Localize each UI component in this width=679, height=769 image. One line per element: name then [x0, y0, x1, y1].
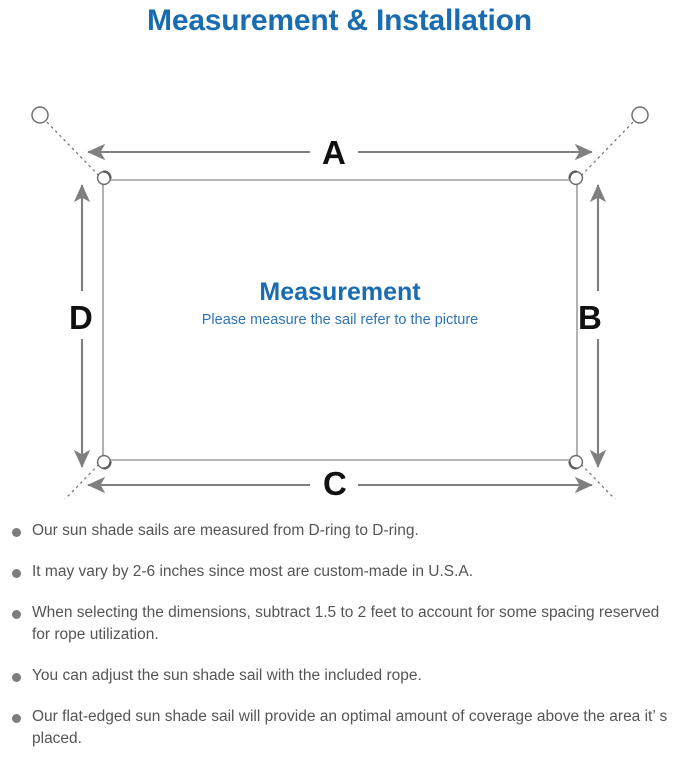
anchor-point-top-right	[631, 106, 649, 124]
d-ring-arc-bottom-left	[102, 460, 112, 470]
sail-rectangle	[102, 179, 578, 461]
bullet-icon	[12, 673, 21, 682]
d-ring-arcs	[102, 170, 578, 470]
diagram-center-subtitle: Please measure the sail refer to the pic…	[201, 312, 479, 328]
diagram-center-text: Measurement Please measure the sail refe…	[110, 277, 570, 331]
diagram-center-title: Measurement	[259, 278, 421, 306]
dimension-label-c: C	[323, 465, 347, 502]
rope-line-bottom-left	[64, 459, 104, 499]
list-item-text: It may vary by 2-6 inches since most are…	[32, 563, 474, 580]
list-item-text: Our flat-edged sun shade sail will provi…	[32, 708, 668, 747]
d-ring-arc-top-right	[568, 170, 578, 180]
rope-lines	[41, 116, 639, 499]
notes-list: Our sun shade sails are measured from D-…	[0, 520, 679, 769]
rope-line-bottom-right	[576, 459, 616, 499]
page-title: Measurement & Installation	[147, 4, 532, 37]
list-item: When selecting the dimensions, subtract …	[0, 602, 679, 646]
bullet-icon	[12, 569, 21, 578]
diagram-canvas	[31, 106, 649, 499]
anchor-points	[31, 106, 649, 124]
d-ring-arc-top-left	[102, 170, 112, 180]
dimension-label-d: D	[69, 299, 93, 336]
anchor-point-top-left	[31, 106, 49, 124]
list-item: Our sun shade sails are measured from D-…	[0, 520, 679, 542]
bullet-icon	[12, 610, 21, 619]
dimension-label-b: B	[578, 299, 602, 336]
d-ring-arc-bottom-right	[568, 460, 578, 470]
list-item-text: When selecting the dimensions, subtract …	[32, 604, 660, 643]
bullet-icon	[12, 714, 21, 723]
measurement-diagram: A B C D Measurement Please measure the s…	[0, 39, 679, 502]
list-item-text: Our sun shade sails are measured from D-…	[32, 522, 419, 539]
list-item: You can adjust the sun shade sail with t…	[0, 665, 679, 687]
dimension-label-a: A	[322, 134, 346, 171]
rope-line-top-left	[41, 116, 104, 181]
list-item: It may vary by 2-6 inches since most are…	[0, 561, 679, 583]
list-item: Our flat-edged sun shade sail will provi…	[0, 706, 679, 750]
bullet-icon	[12, 528, 21, 537]
rope-line-top-right	[576, 116, 639, 181]
list-item-text: You can adjust the sun shade sail with t…	[32, 667, 422, 684]
